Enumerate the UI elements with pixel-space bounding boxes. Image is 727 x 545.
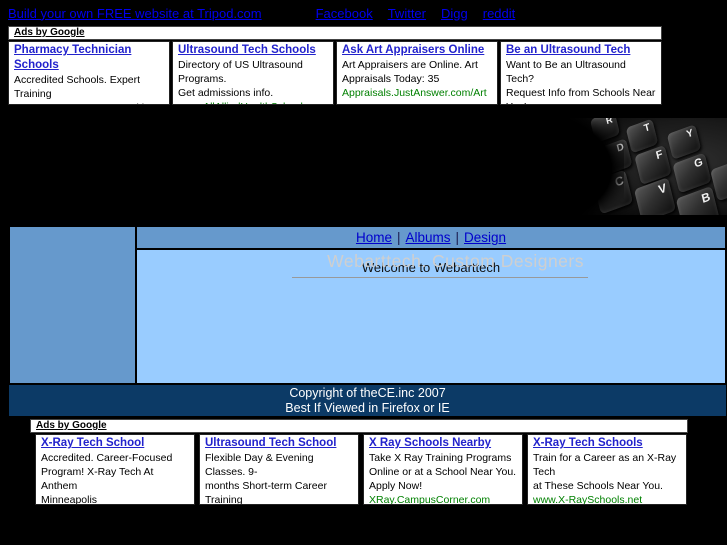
keyboard-vignette bbox=[570, 118, 624, 215]
ad-title-link[interactable]: X-Ray Tech Schools bbox=[533, 437, 643, 449]
digg-link[interactable]: Digg bbox=[441, 5, 468, 21]
site-banner: Webarttech. Custom Designers R T Y D F G… bbox=[0, 105, 727, 278]
ad-xray-tech-schools: X-Ray Tech Schools Train for a Career as… bbox=[527, 434, 687, 505]
ads-by-google-link[interactable]: Ads by Google bbox=[14, 27, 85, 38]
ad-text: Program! X-Ray Tech At Anthem bbox=[41, 466, 154, 492]
ad-url-link[interactable]: www.AllAlliedHealthSchools.com bbox=[178, 100, 331, 104]
content-area: Welcome to Webarttech bbox=[137, 250, 725, 383]
nav-link-home[interactable]: Home bbox=[355, 230, 392, 245]
bottom-ads-section: Ads by Google X-Ray Tech School Accredit… bbox=[30, 419, 688, 505]
nav-separator: | bbox=[455, 230, 460, 245]
share-links: Facebook Twitter Digg reddit bbox=[316, 6, 516, 21]
ad-text: Directory of US Ultrasound Programs. bbox=[178, 59, 303, 85]
facebook-link[interactable]: Facebook bbox=[315, 5, 373, 21]
welcome-text: Welcome to Webarttech bbox=[361, 260, 501, 275]
ad-be-an-ultrasound-tech: Be an Ultrasound Tech Want to Be an Ultr… bbox=[500, 41, 662, 105]
ad-ultrasound-tech-schools: Ultrasound Tech Schools Directory of US … bbox=[172, 41, 334, 105]
nav-link-design[interactable]: Design bbox=[464, 230, 507, 245]
top-ads-row: Pharmacy Technician Schools Accredited S… bbox=[8, 41, 662, 105]
keyboard-key: V bbox=[633, 177, 677, 215]
ad-title-link[interactable]: X Ray Schools Nearby bbox=[369, 437, 492, 449]
ad-title-link[interactable]: Be an Ultrasound Tech bbox=[506, 44, 631, 56]
twitter-link[interactable]: Twitter bbox=[387, 5, 426, 21]
ad-text: Train for a Career as an X-Ray Tech bbox=[533, 452, 677, 478]
ad-title-link[interactable]: X-Ray Tech School bbox=[41, 437, 145, 449]
footer-bar: Copyright of theCE.inc 2007 Best If View… bbox=[8, 385, 727, 417]
ad-xray-schools-nearby: X Ray Schools Nearby Take X Ray Training… bbox=[363, 434, 523, 505]
ad-text: Accredited. Career-Focused bbox=[41, 452, 173, 464]
ad-text: Accredited Schools. Expert Training bbox=[14, 74, 141, 100]
ad-url-link[interactable]: www.X-RaySchools.net bbox=[533, 494, 643, 505]
ad-title-link[interactable]: Ultrasound Tech Schools bbox=[178, 44, 316, 56]
ads-by-google-header: Ads by Google bbox=[30, 419, 688, 433]
tripod-top-bar: Build your own FREE website at Tripod.co… bbox=[0, 0, 727, 26]
ad-url-link[interactable]: Appraisals.JustAnswer.com/Art bbox=[342, 87, 487, 99]
tripod-build-link[interactable]: Build your own FREE website at Tripod.co… bbox=[8, 5, 262, 21]
bottom-ads-row: X-Ray Tech School Accredited. Career-Foc… bbox=[30, 434, 688, 505]
ad-title-link[interactable]: Pharmacy Technician Schools bbox=[14, 44, 132, 71]
banner-title: Webarttech. Custom Designers bbox=[292, 251, 588, 278]
ad-text: at These Schools Near You. bbox=[533, 480, 663, 492]
ad-text: Appraisals Today: 35 bbox=[342, 73, 440, 85]
ads-by-google-header: Ads by Google bbox=[8, 26, 662, 40]
ad-text: Get admissions info. bbox=[178, 87, 274, 99]
nav-bar: Home | Albums | Design bbox=[137, 227, 725, 248]
ad-title-link[interactable]: Ask Art Appraisers Online bbox=[342, 44, 485, 56]
nav-link-albums[interactable]: Albums bbox=[405, 230, 451, 245]
sidebar-cell bbox=[10, 227, 135, 383]
copyright-text: Copyright of theCE.inc 2007 bbox=[289, 386, 446, 400]
ad-ultrasound-tech-school: Ultrasound Tech School Flexible Day & Ev… bbox=[199, 434, 359, 505]
ads-by-google-link[interactable]: Ads by Google bbox=[36, 420, 107, 431]
ad-text: Request Info from Schools Near You! bbox=[506, 87, 656, 104]
ad-text: Take X Ray Training Programs bbox=[369, 452, 512, 464]
ad-text: Jump Start Your Career With Us! bbox=[14, 101, 164, 104]
ad-title-link[interactable]: Ultrasound Tech School bbox=[205, 437, 337, 449]
ad-ask-art-appraisers: Ask Art Appraisers Online Art Appraisers… bbox=[336, 41, 498, 105]
keyboard-image: R T Y D F G H C V B bbox=[570, 118, 727, 215]
main-layout-table: Home | Albums | Design Welcome to Webart… bbox=[8, 225, 727, 385]
ad-url-link[interactable]: XRay.CampusCorner.com bbox=[369, 494, 491, 505]
ad-xray-tech-school: X-Ray Tech School Accredited. Career-Foc… bbox=[35, 434, 195, 505]
browser-notice-text: Best If Viewed in Firefox or IE bbox=[285, 400, 450, 415]
ad-text: Art Appraisers are Online. Art bbox=[342, 59, 478, 71]
reddit-link[interactable]: reddit bbox=[482, 5, 516, 21]
ad-text: Online or at a School Near You. bbox=[369, 466, 517, 478]
ad-text: Apply Now! bbox=[369, 480, 423, 492]
ad-text: Minneapolis bbox=[41, 494, 98, 505]
ad-text: months Short-term Career Training bbox=[205, 480, 327, 505]
ad-text: Want to Be an Ultrasound Tech? bbox=[506, 59, 626, 85]
ad-pharmacy-technician-schools: Pharmacy Technician Schools Accredited S… bbox=[8, 41, 170, 105]
top-ads-section: Ads by Google Pharmacy Technician School… bbox=[8, 26, 662, 105]
nav-separator: | bbox=[396, 230, 401, 245]
ad-text: Flexible Day & Evening Classes. 9- bbox=[205, 452, 314, 478]
